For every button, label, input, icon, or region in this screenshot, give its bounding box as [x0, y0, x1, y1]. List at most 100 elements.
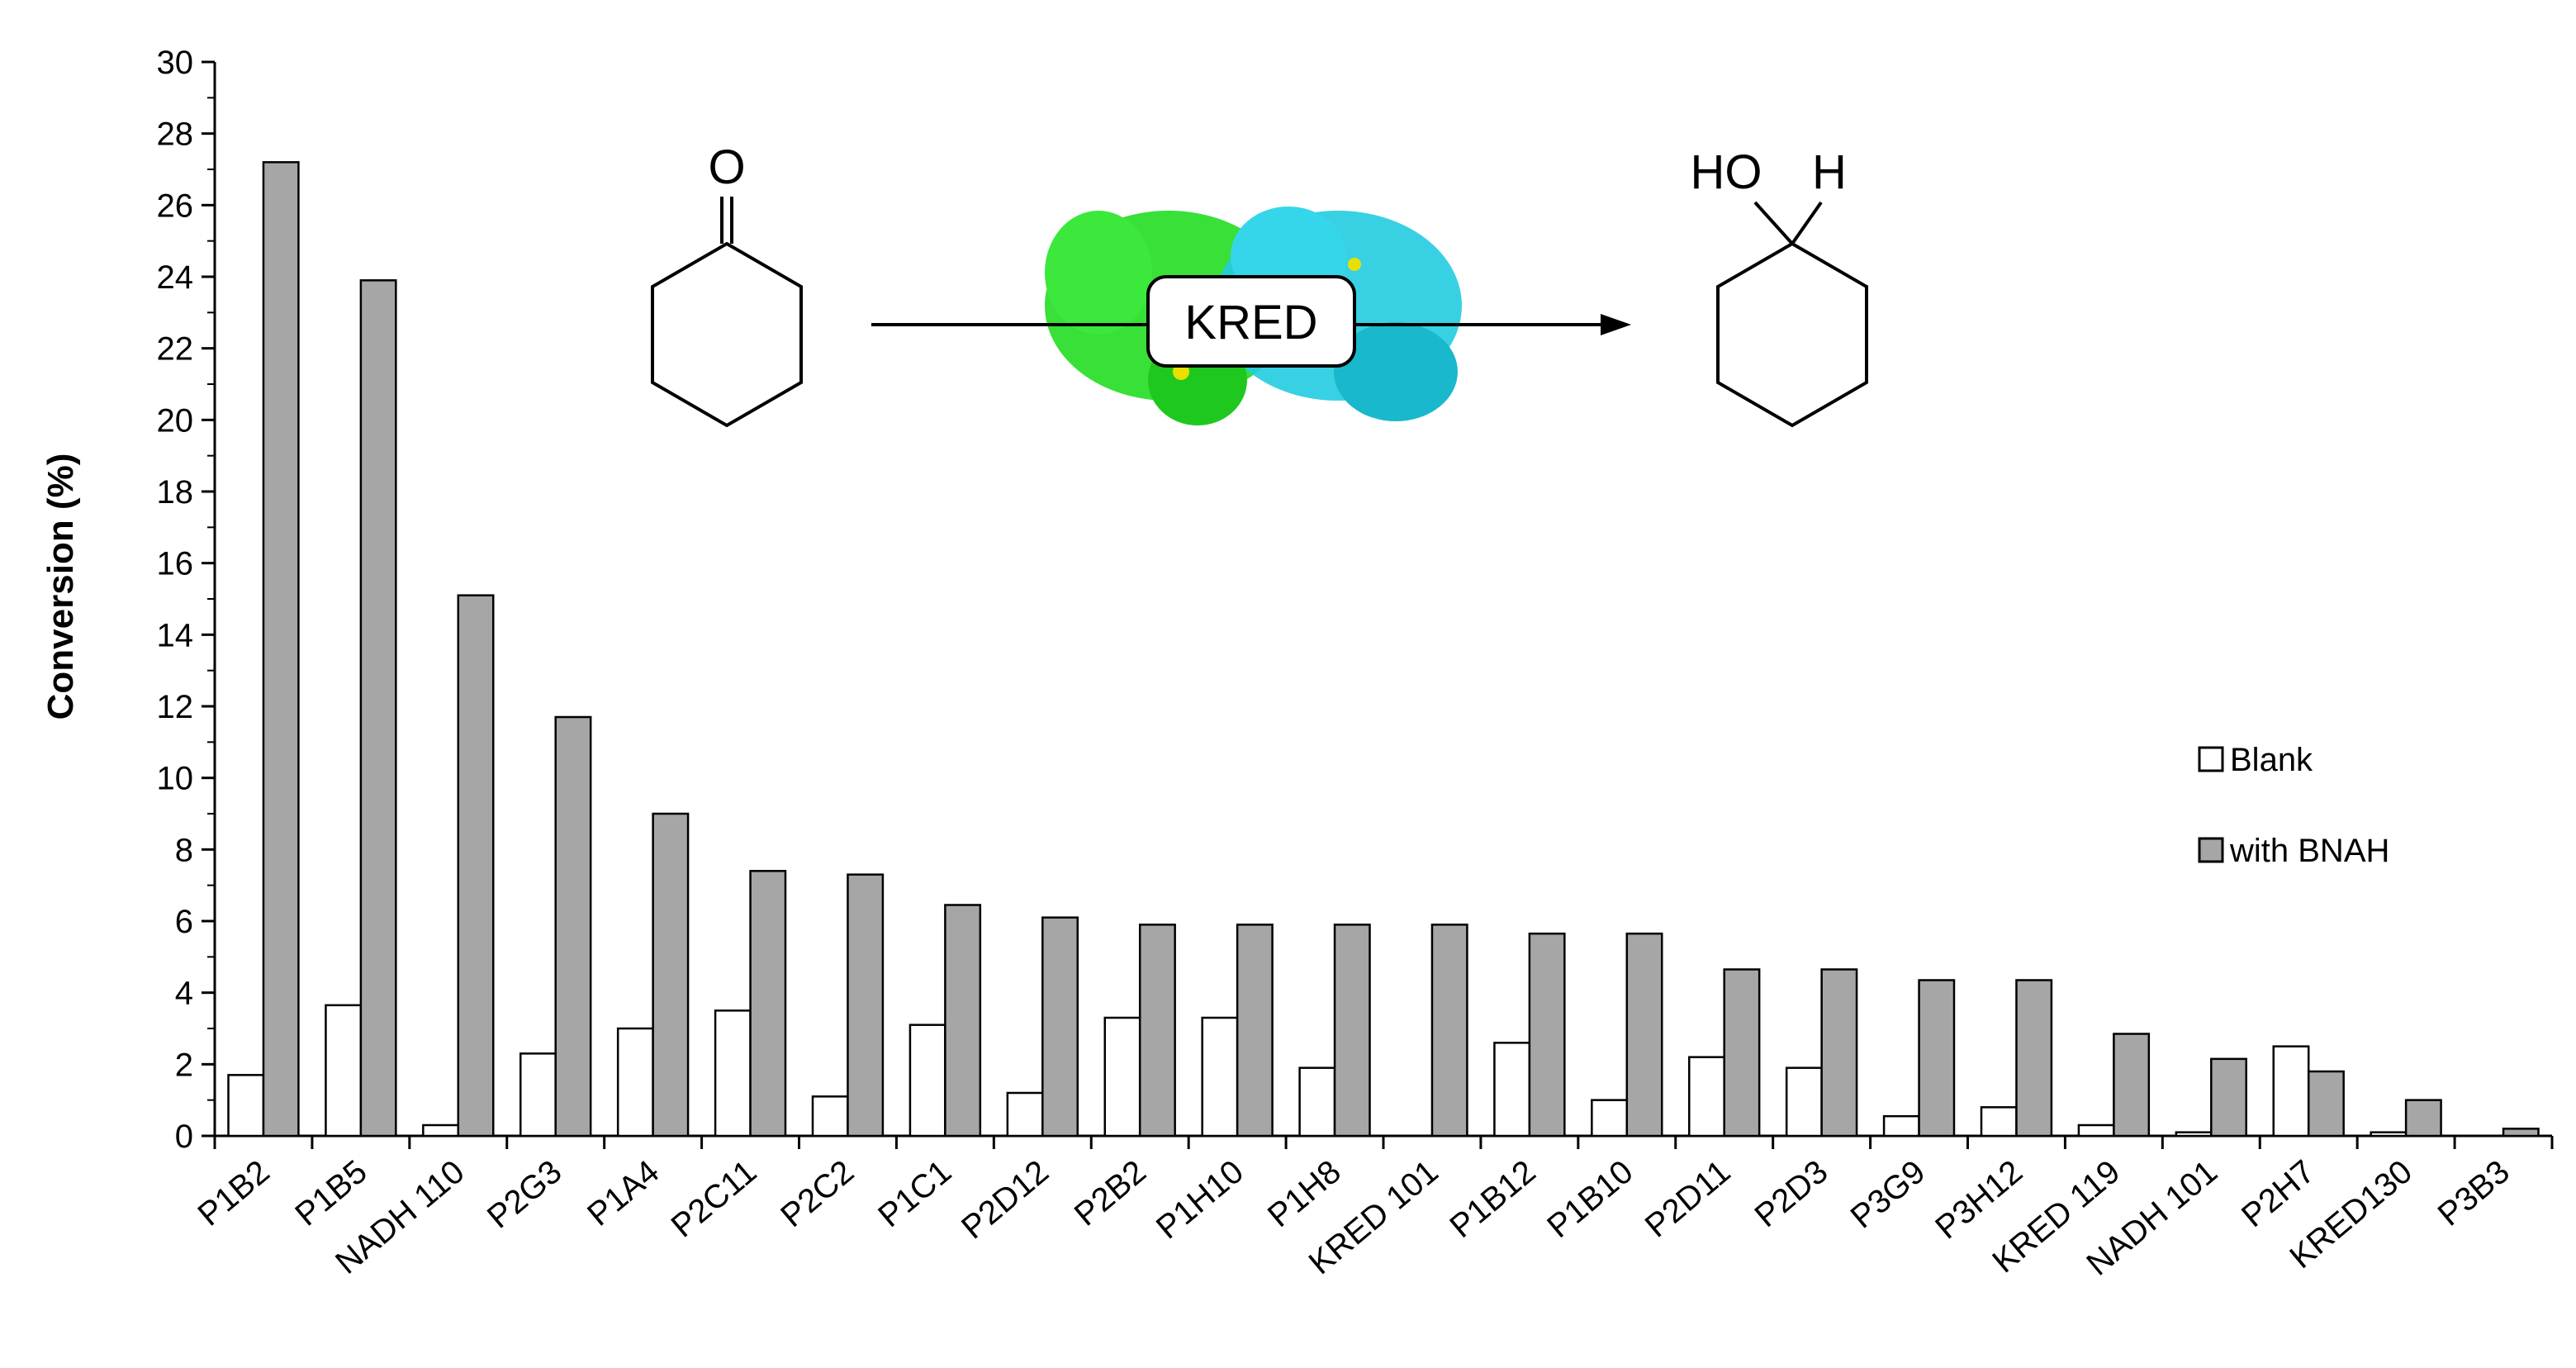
bar-blank: [227, 1074, 265, 1138]
y-tick-label: 18: [157, 474, 194, 511]
bar-blank: [2370, 1131, 2408, 1138]
bar-with-bnah: [1333, 924, 1371, 1138]
y-tick-label: 30: [157, 45, 194, 81]
x-tick-label: P1B12: [1443, 1153, 1542, 1245]
bar-blank: [1688, 1056, 1725, 1138]
bar-blank: [1785, 1066, 1823, 1138]
bar-blank: [1882, 1114, 1920, 1138]
bar-blank: [811, 1095, 849, 1138]
x-tick-label: P1H10: [1150, 1153, 1250, 1246]
bar-with-bnah: [2502, 1128, 2540, 1138]
bar-with-bnah: [262, 161, 300, 1138]
y-tick-label: 24: [157, 259, 194, 296]
bar-blank: [519, 1052, 557, 1138]
x-tick-label: P1B10: [1540, 1153, 1639, 1245]
x-tick-label: P1C1: [871, 1153, 958, 1234]
x-tick-label: P2D11: [1639, 1153, 1738, 1244]
bar-with-bnah: [2307, 1070, 2345, 1138]
bar-blank: [2272, 1045, 2310, 1138]
bar-with-bnah: [847, 873, 885, 1138]
bar-blank: [422, 1123, 460, 1138]
product-hydroxyl-label: HO: [1691, 145, 1762, 199]
x-tick-label: P2D3: [1748, 1153, 1834, 1234]
bar-blank: [616, 1027, 654, 1138]
y-tick-label: 8: [175, 832, 193, 868]
bar-with-bnah: [2210, 1057, 2247, 1138]
reactant-oxygen-label: O: [708, 140, 745, 194]
bar-blank: [1493, 1042, 1531, 1138]
bar-blank: [1980, 1106, 2018, 1138]
x-tick-label: P1B2: [191, 1153, 276, 1233]
y-tick-label: 16: [157, 546, 194, 582]
bar-with-bnah: [1625, 932, 1663, 1138]
legend-label-bnah: with BNAH: [2229, 833, 2389, 869]
x-tick-label: P2B2: [1068, 1153, 1153, 1233]
legend-swatch-bnah: [2198, 837, 2224, 863]
y-tick-label: 14: [157, 617, 194, 653]
bar-with-bnah: [1528, 932, 1566, 1138]
x-tick-label: P3G9: [1844, 1153, 1933, 1235]
y-tick-label: 10: [157, 761, 194, 797]
y-tick-label: 28: [157, 116, 194, 153]
bar-with-bnah: [944, 904, 982, 1138]
x-tick-label: P1A4: [581, 1153, 666, 1233]
bar-with-bnah: [1236, 924, 1274, 1138]
bar-blank: [2175, 1131, 2213, 1138]
x-tick-label: P2G3: [481, 1153, 569, 1235]
bar-with-bnah: [2113, 1033, 2151, 1138]
y-tick-label: 0: [175, 1119, 193, 1155]
legend-label-blank: Blank: [2230, 742, 2313, 778]
x-tick-label: P3B3: [2431, 1153, 2517, 1233]
bar-with-bnah: [1138, 924, 1176, 1138]
bar-with-bnah: [1820, 968, 1858, 1138]
x-tick-label: P2D12: [955, 1153, 1056, 1246]
y-tick-label: 12: [157, 689, 194, 725]
x-tick-label: P2H7: [2235, 1153, 2322, 1234]
x-tick-label: P2C11: [665, 1153, 764, 1244]
bar-with-bnah: [652, 812, 690, 1138]
bar-blank: [714, 1009, 752, 1138]
bar-blank: [1591, 1099, 1629, 1138]
bar-blank: [1006, 1091, 1044, 1138]
y-tick-label: 6: [175, 904, 193, 940]
x-tick-label: P2C2: [774, 1153, 861, 1234]
bar-blank: [1201, 1016, 1239, 1138]
y-tick-label: 20: [157, 402, 194, 439]
bars-layer: [227, 161, 2540, 1138]
y-tick-label: 2: [175, 1047, 193, 1083]
reaction-scheme: O KRED HO H: [651, 140, 1868, 428]
bar-with-bnah: [2015, 979, 2053, 1138]
bar-blank: [1298, 1066, 1336, 1138]
bar-with-bnah: [2404, 1099, 2442, 1138]
bar-with-bnah: [359, 279, 397, 1138]
legend: Blank with BNAH: [2198, 742, 2389, 869]
bar-with-bnah: [1918, 979, 1956, 1138]
bar-with-bnah: [457, 594, 495, 1138]
y-tick-label: 26: [157, 188, 194, 224]
bar-with-bnah: [749, 870, 787, 1138]
legend-swatch-blank: [2198, 746, 2224, 772]
reaction-arrow-head: [1601, 314, 1631, 335]
bar-blank: [1103, 1016, 1141, 1138]
y-tick-label: 4: [175, 976, 193, 1012]
cyclohexanone-structure: O: [651, 140, 803, 428]
x-tick-label: P1B5: [288, 1153, 373, 1233]
bar-blank: [908, 1024, 946, 1138]
kred-label-box: [1146, 275, 1356, 368]
y-axis-title: Conversion (%): [40, 454, 81, 720]
bar-with-bnah: [1041, 916, 1079, 1138]
product-hydrogen-label: H: [1812, 145, 1847, 199]
y-tick-label: 22: [157, 331, 194, 368]
bar-with-bnah: [1723, 968, 1761, 1138]
bar-with-bnah: [1430, 924, 1468, 1138]
kred-label: KRED: [1184, 296, 1317, 349]
bar-blank: [325, 1004, 363, 1138]
x-tick-label: P1H8: [1261, 1153, 1348, 1234]
cyclohexanol-structure: HO H: [1691, 145, 1868, 428]
bar-with-bnah: [554, 715, 592, 1138]
bar-blank: [2077, 1123, 2115, 1138]
